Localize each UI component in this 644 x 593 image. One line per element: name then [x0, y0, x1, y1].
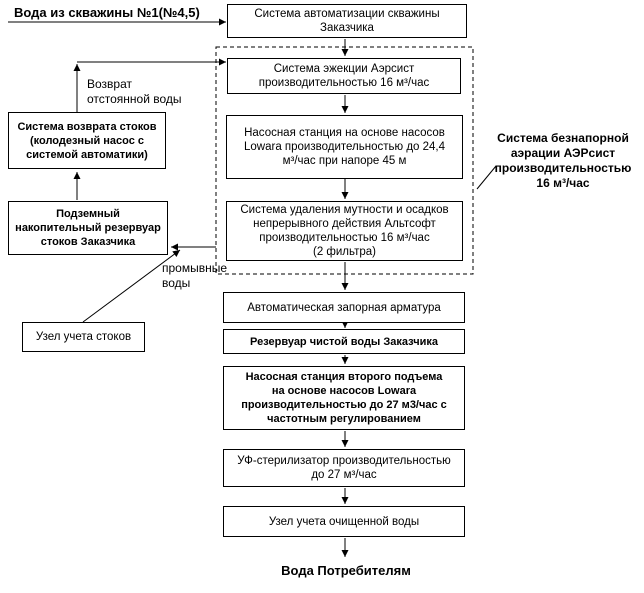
node-turbidity-removal: Система удаления мутности и осадков непр… — [226, 201, 463, 261]
arrow-drain-meter-diagonal — [82, 249, 181, 323]
node-drain-return-system: Система возврата стоков (колодезный насо… — [8, 112, 166, 169]
node-drain-meter: Узел учета стоков — [22, 322, 145, 352]
node-shutoff-valve: Автоматическая запорная арматура — [223, 292, 465, 323]
wash-water-label: промывные воды — [162, 261, 228, 290]
node-drain-reservoir: Подземный накопительный резервуар стоков… — [8, 201, 168, 255]
node-uv-sterilizer: УФ-стерилизатор производительностью до 2… — [223, 449, 465, 487]
node-clean-water-meter: Узел учета очищенной воды — [223, 506, 465, 537]
node-clean-water-tank: Резервуар чистой воды Заказчика — [223, 329, 465, 354]
aeration-system-label: Система безнапорной аэрации АЭРсист прои… — [494, 131, 632, 190]
node-pump-station-2: Насосная станция второго подъема на осно… — [223, 366, 465, 430]
source-water-label: Вода из скважины №1(№4,5) — [14, 5, 200, 20]
output-water-label: Вода Потребителям — [281, 563, 411, 578]
node-ejection-system: Система эжекции Аэрсист производительнос… — [227, 58, 461, 94]
return-water-label: Возврат отстоянной воды — [87, 77, 182, 106]
node-automation-system: Система автоматизации скважины Заказчика — [227, 4, 467, 38]
aeration-label-leader-line — [476, 165, 497, 190]
node-pump-station-1: Насосная станция на основе насосов Lowar… — [226, 115, 463, 179]
